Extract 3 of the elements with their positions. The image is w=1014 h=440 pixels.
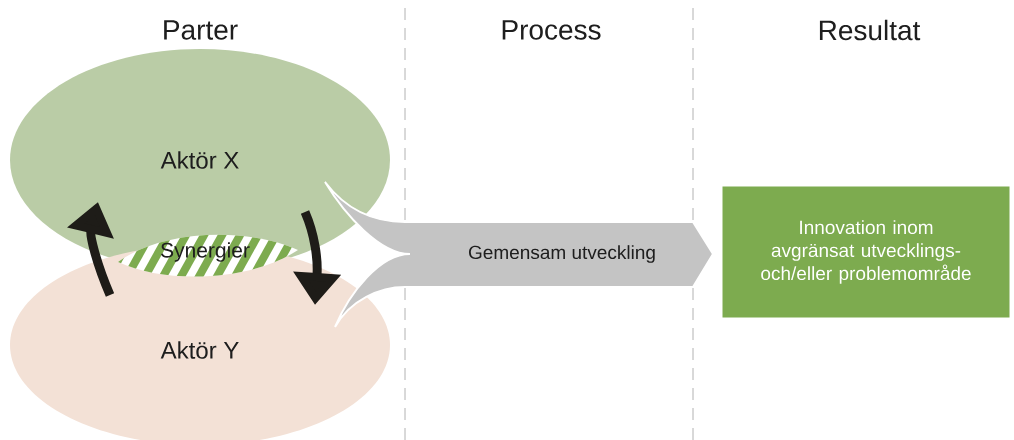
column-header: Process [502,20,601,40]
result-box: Innovation inom avgränsat utvecklings- och/eller problemområde [722,186,1010,318]
column-header: Resultat [819,19,921,41]
